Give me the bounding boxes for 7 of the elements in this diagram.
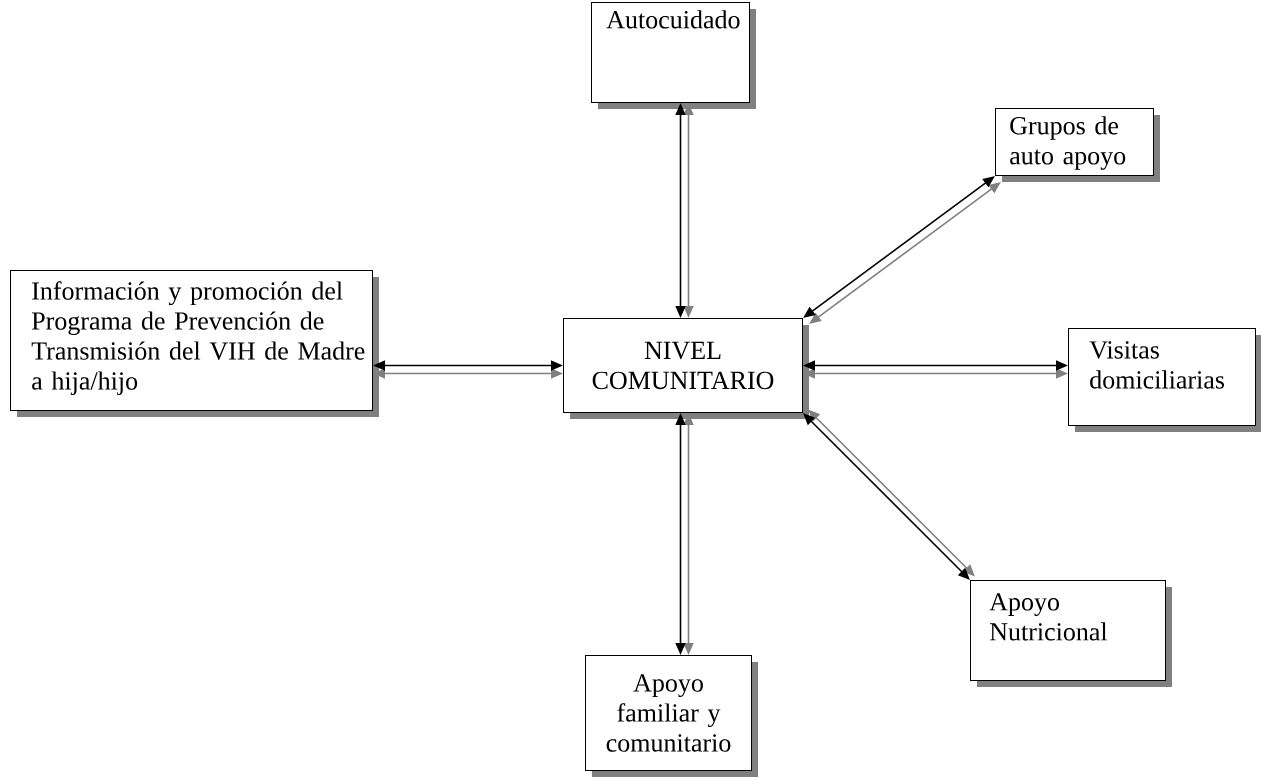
process-box: NIVEL COMUNITARIO [563,318,809,419]
process-box: Apoyo familiar y comunitario [585,655,758,777]
process-box: Visitas domiciliarias [1068,328,1261,432]
process-box: Grupos de auto apoyo [995,108,1160,182]
process-box: Apoyo Nutricional [970,580,1172,687]
process-box: Autocuidado [591,2,756,109]
process-box: Información y promoción del Programa de Prevención de Transmisión del VIH de Madre a hija/hijo [10,270,379,417]
